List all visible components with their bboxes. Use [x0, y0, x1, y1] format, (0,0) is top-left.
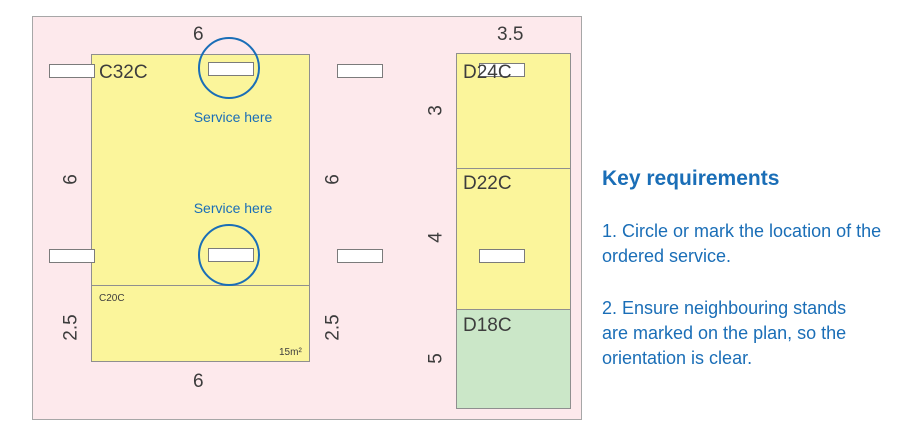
key-item-2: 2. Ensure neighbouring stands are marked… — [602, 298, 847, 368]
service-plug — [479, 249, 525, 263]
stand-d22c — [456, 168, 571, 310]
stand-area-c20c: 15m² — [279, 347, 302, 358]
stand-label-d24c: D24C — [463, 62, 512, 83]
service-circle-bottom — [198, 224, 260, 286]
stand-d18c — [456, 309, 571, 409]
dimension-left-upper: 6 — [60, 174, 82, 185]
dimension-right-col-2: 4 — [425, 232, 447, 243]
dimension-top-left: 6 — [193, 24, 204, 45]
dimension-bottom: 6 — [193, 371, 204, 392]
key-item-1: 1. Circle or mark the location of the or… — [602, 221, 882, 266]
dimension-left-lower: 2.5 — [60, 314, 82, 341]
dimension-top-right: 3.5 — [497, 24, 524, 45]
stand-label-d18c: D18C — [463, 315, 512, 336]
service-plug — [337, 64, 383, 78]
service-label-bottom: Service here — [193, 200, 273, 216]
dimension-right-upper: 6 — [322, 174, 344, 185]
stand-d24c — [456, 53, 571, 169]
stand-c20c — [91, 285, 310, 362]
dimension-right-col-3: 5 — [425, 353, 447, 364]
stand-label-c32c: C32C — [99, 62, 148, 83]
dimension-right-col-1: 3 — [425, 105, 447, 116]
dimension-right-lower: 2.5 — [322, 314, 344, 341]
service-circle-top — [198, 37, 260, 99]
service-plug — [49, 64, 95, 78]
key-title: Key requirements — [602, 167, 780, 190]
stand-label-c20c: C20C — [99, 293, 125, 304]
service-plug — [479, 63, 525, 77]
stand-label-d22c: D22C — [463, 173, 512, 194]
service-plug — [49, 249, 95, 263]
service-label-top: Service here — [193, 109, 273, 125]
service-plug — [337, 249, 383, 263]
